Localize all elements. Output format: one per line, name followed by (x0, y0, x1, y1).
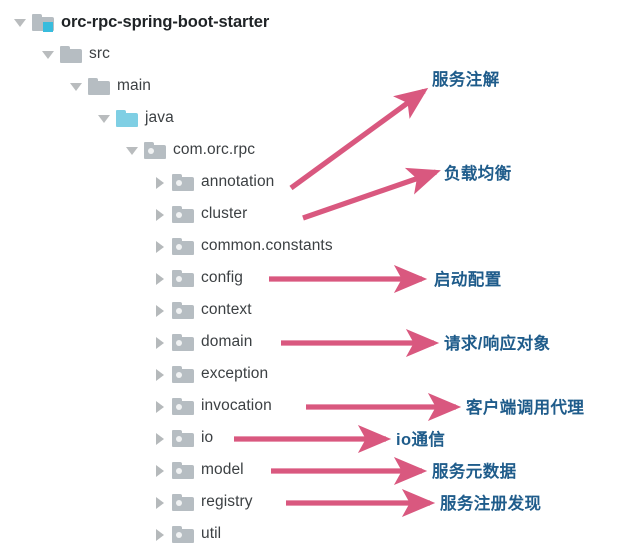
tree-row-context[interactable]: context (150, 296, 252, 324)
tree-row-label: config (201, 269, 243, 286)
tree-row-label: common.constants (201, 237, 333, 254)
chevron-down-icon[interactable] (38, 40, 58, 68)
tree-row-util[interactable]: util (150, 520, 221, 548)
annotation-label-cluster: 负载均衡 (444, 165, 512, 183)
tree-row-orc-rpc-spring-boot-starter[interactable]: orc-rpc-spring-boot-starter (10, 8, 269, 36)
chevron-down-icon[interactable] (94, 104, 114, 132)
tree-row-label: orc-rpc-spring-boot-starter (61, 12, 270, 31)
folder-icon (60, 45, 82, 63)
package-icon (172, 237, 194, 255)
tree-row-label: invocation (201, 397, 272, 414)
chevron-right-icon[interactable] (150, 456, 170, 484)
chevron-right-icon[interactable] (150, 424, 170, 452)
tree-row-invocation[interactable]: invocation (150, 392, 272, 420)
tree-row-common-constants[interactable]: common.constants (150, 232, 333, 260)
chevron-right-icon[interactable] (150, 360, 170, 388)
tree-row-exception[interactable]: exception (150, 360, 268, 388)
chevron-right-icon[interactable] (150, 488, 170, 516)
tree-row-label: cluster (201, 205, 248, 222)
chevron-right-icon[interactable] (150, 328, 170, 356)
tree-row-label: model (201, 461, 244, 478)
package-icon (172, 173, 194, 191)
folder-root-icon (32, 13, 54, 32)
tree-row-domain[interactable]: domain (150, 328, 252, 356)
package-icon (172, 301, 194, 319)
annotation-label-config: 启动配置 (434, 271, 502, 289)
tree-row-label: domain (201, 333, 253, 350)
tree-row-label: context (201, 301, 252, 318)
tree-row-label: com.orc.rpc (173, 141, 256, 158)
tree-row-registry[interactable]: registry (150, 488, 253, 516)
annotation-label-domain: 请求/响应对象 (444, 335, 551, 353)
package-icon (172, 269, 194, 287)
annotation-label-io: io通信 (396, 431, 446, 449)
tree-row-label: registry (201, 493, 253, 510)
tree-row-label: annotation (201, 173, 275, 190)
package-icon (172, 333, 194, 351)
package-icon (144, 141, 166, 159)
chevron-right-icon[interactable] (150, 200, 170, 228)
tree-row-src[interactable]: src (38, 40, 110, 68)
tree-row-model[interactable]: model (150, 456, 244, 484)
tree-row-java[interactable]: java (94, 104, 174, 132)
tree-row-label: java (145, 109, 174, 126)
tree-row-cluster[interactable]: cluster (150, 200, 247, 228)
tree-row-label: main (117, 77, 151, 94)
chevron-right-icon[interactable] (150, 392, 170, 420)
package-icon (172, 365, 194, 383)
tree-row-label: util (201, 525, 222, 542)
folder-source-icon (116, 109, 138, 127)
annotation-label-registry: 服务注册发现 (440, 495, 542, 513)
tree-row-label: io (201, 429, 214, 446)
folder-icon (88, 77, 110, 95)
tree-row-io[interactable]: io (150, 424, 213, 452)
tree-row-annotation[interactable]: annotation (150, 168, 274, 196)
chevron-right-icon[interactable] (150, 520, 170, 548)
chevron-right-icon[interactable] (150, 264, 170, 292)
annotation-label-annotation: 服务注解 (432, 71, 500, 89)
chevron-down-icon[interactable] (10, 8, 30, 36)
package-icon (172, 429, 194, 447)
package-icon (172, 397, 194, 415)
annotation-label-model: 服务元数据 (432, 463, 517, 481)
tree-row-label: src (89, 45, 110, 62)
chevron-right-icon[interactable] (150, 296, 170, 324)
tree-row-com-orc-rpc[interactable]: com.orc.rpc (122, 136, 255, 164)
package-icon (172, 205, 194, 223)
package-icon (172, 525, 194, 543)
package-icon (172, 461, 194, 479)
chevron-right-icon[interactable] (150, 232, 170, 260)
tree-row-config[interactable]: config (150, 264, 243, 292)
tree-row-main[interactable]: main (66, 72, 151, 100)
chevron-down-icon[interactable] (66, 72, 86, 100)
tree-row-label: exception (201, 365, 269, 382)
annotation-label-invocation: 客户端调用代理 (466, 399, 585, 417)
chevron-down-icon[interactable] (122, 136, 142, 164)
package-icon (172, 493, 194, 511)
chevron-right-icon[interactable] (150, 168, 170, 196)
